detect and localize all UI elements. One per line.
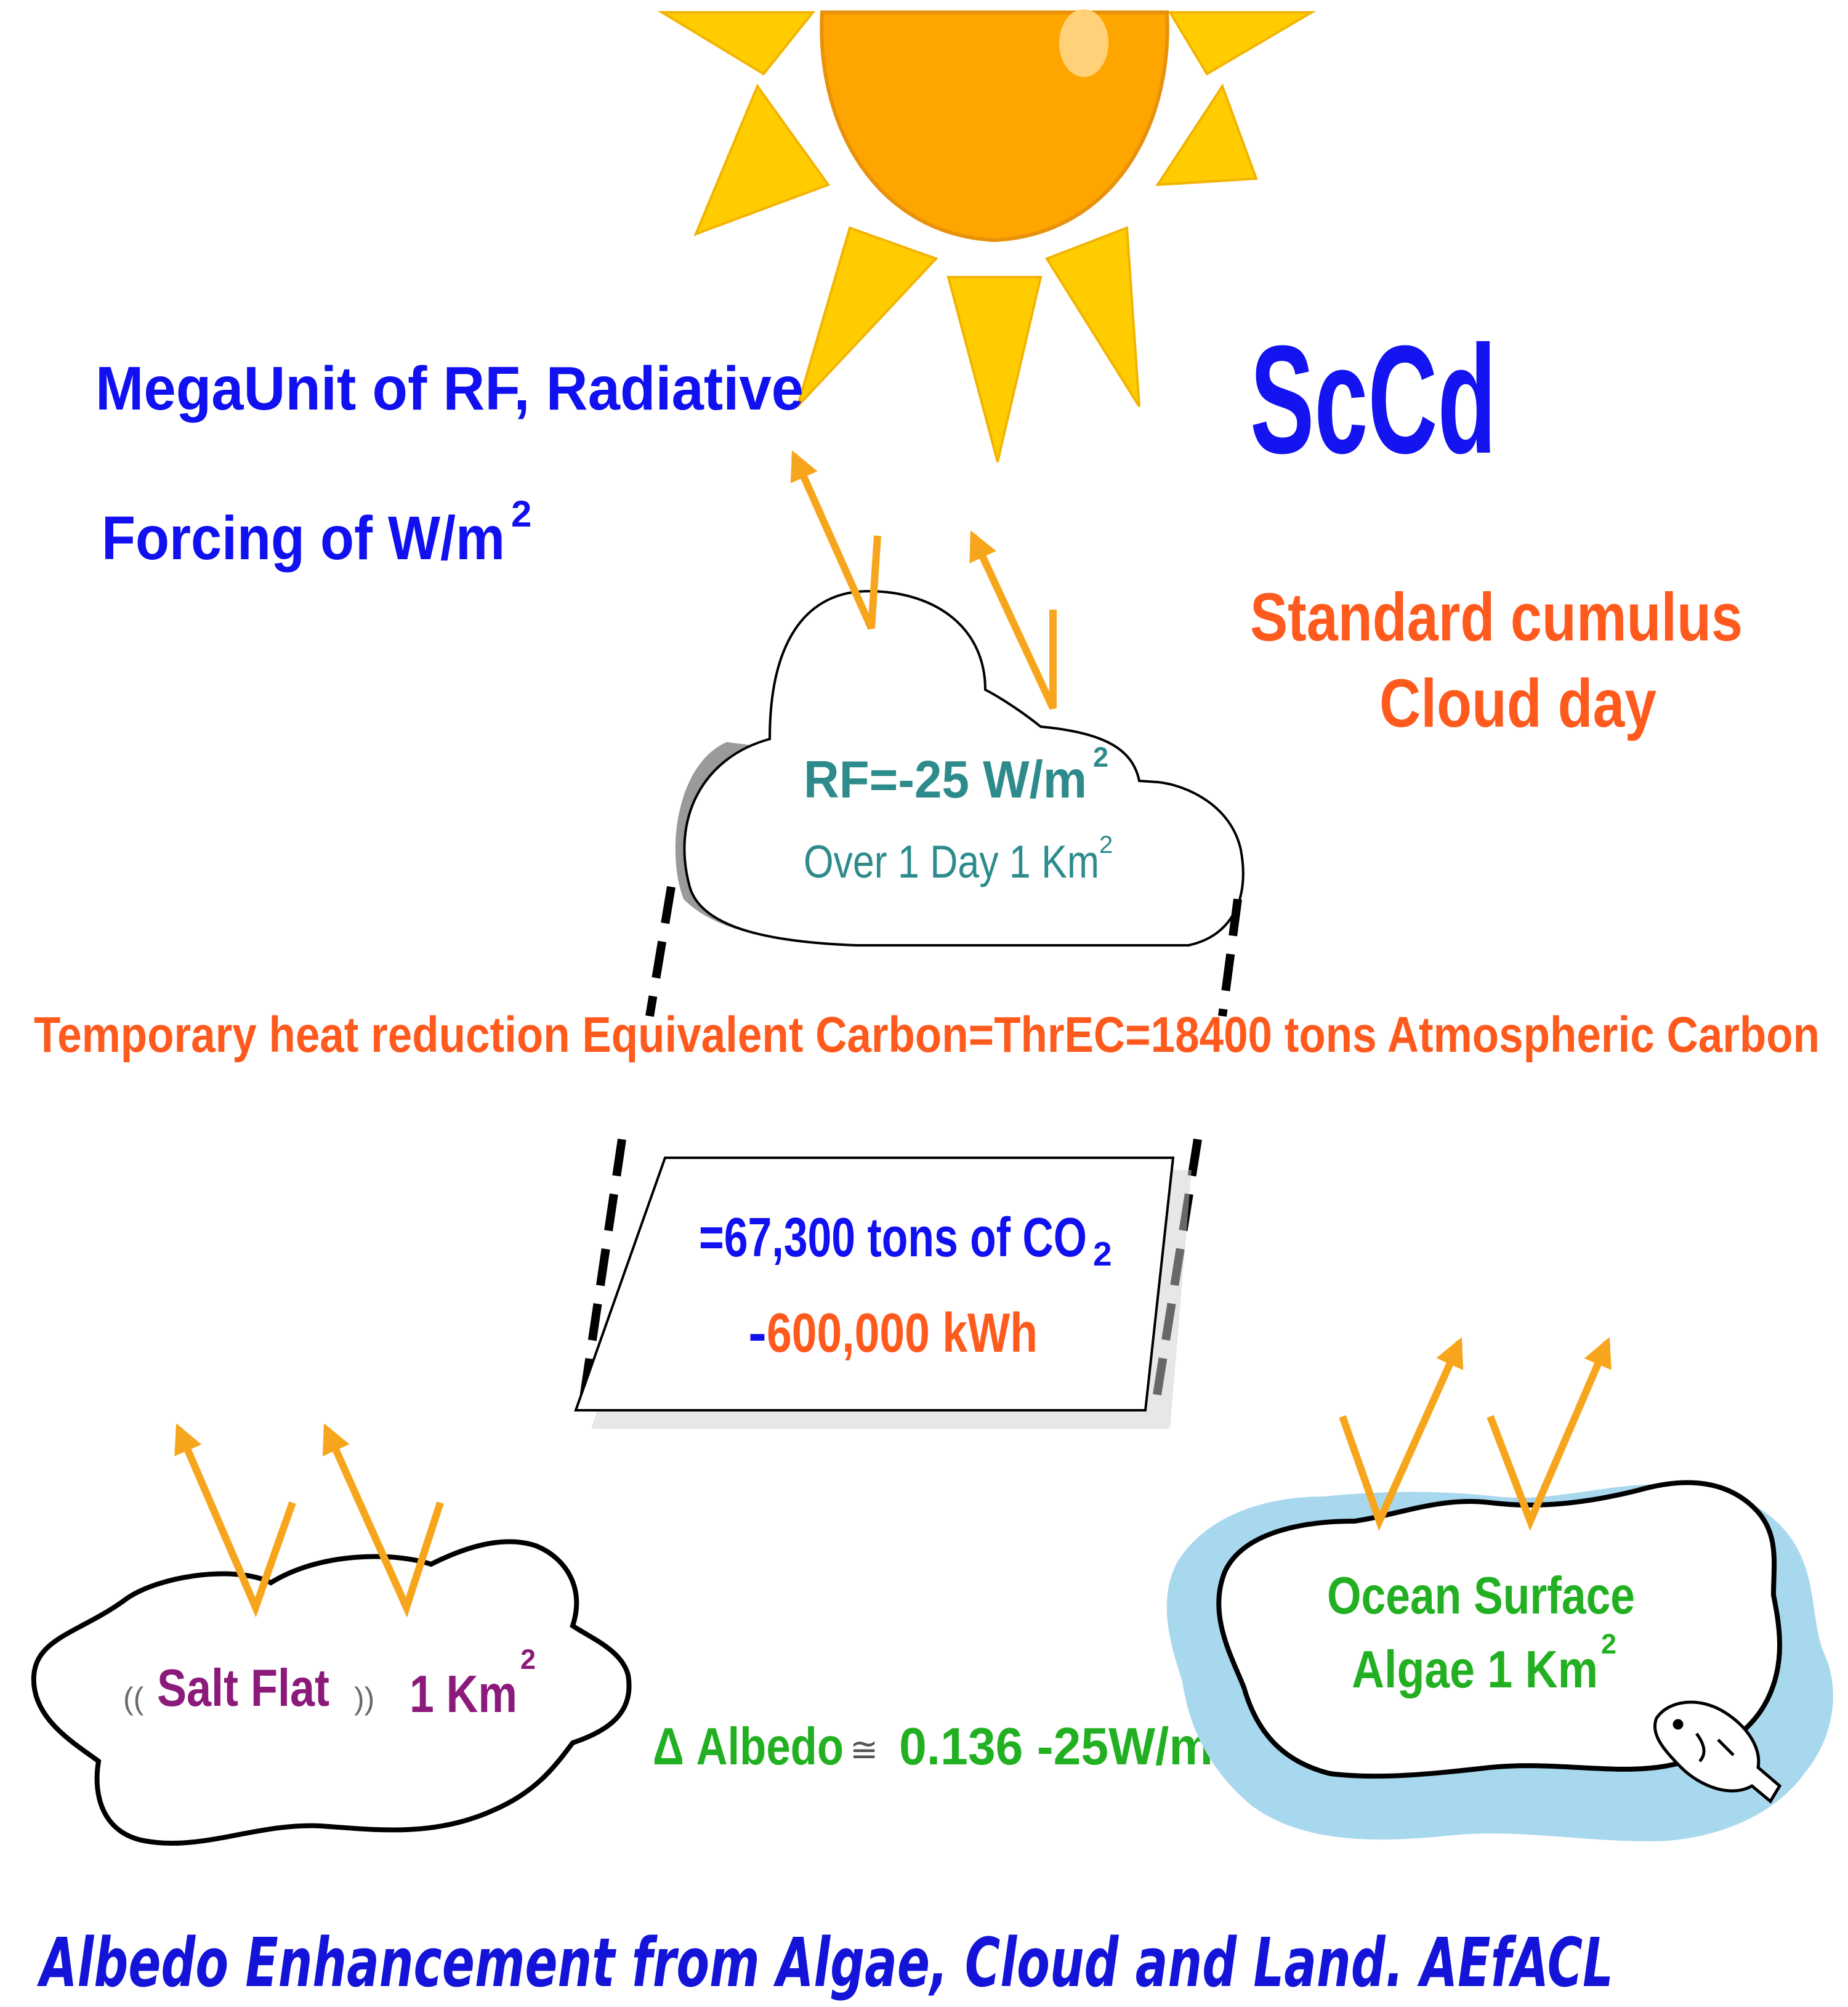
salt-flat-area: 1 Km: [410, 1665, 517, 1724]
subtitle-line2: Cloud day: [1379, 666, 1656, 741]
fish-gill: [1695, 1732, 1706, 1763]
co2-equivalent: =67,300 tons of CO: [699, 1207, 1087, 1269]
albedo-delta-label: Δ Albedo: [653, 1718, 844, 1776]
cloud-over-superscript: 2: [1099, 831, 1113, 858]
box-body: [574, 1157, 1175, 1411]
carbon-equivalent-line: Temporary heat reduction Equivalent Carb…: [34, 1007, 1820, 1063]
sun-ray: [693, 83, 831, 236]
sun-ray: [1045, 226, 1140, 408]
fish-eye: [1672, 1719, 1684, 1730]
reflection-arrow: [322, 1423, 444, 1618]
sun-icon: [657, 9, 1317, 462]
salt-flat-label: Salt Flat: [157, 1659, 329, 1718]
footer-title: Albedo Enhancement from Algae, Cloud and…: [36, 1923, 1613, 2002]
subtitle-line1: Standard cumulus: [1250, 579, 1743, 655]
sun-highlight: [1059, 9, 1108, 77]
cloud-rf-superscript: 2: [1093, 741, 1108, 773]
reflection-arrow: [174, 1423, 296, 1618]
fish-icon: [1653, 1700, 1782, 1804]
cloud-rf-value: RF=-25 W/m: [804, 751, 1087, 809]
equivalence-box: [574, 1157, 1192, 1429]
reflection-arrow: [1487, 1337, 1612, 1531]
energy-dash: -: [748, 1302, 767, 1364]
sun-ray: [796, 226, 938, 408]
ocean-label-superscript: 2: [1601, 1628, 1616, 1660]
cloud-body: [683, 589, 1245, 947]
ocean-label-line1: Ocean Surface: [1327, 1567, 1635, 1625]
cloud-reflection-arrows: [790, 450, 1057, 710]
megaunit-line2: Forcing of W/m: [102, 504, 505, 573]
fish-fin: [1717, 1738, 1735, 1756]
cloud-over-text: Over 1 Day 1 Km: [804, 836, 1099, 887]
ocean-label-line2: Algae 1 Km: [1352, 1641, 1598, 1699]
sun-ray: [946, 276, 1043, 462]
salt-flat-arrows: [174, 1423, 444, 1618]
energy-equivalent: 600,000 kWh: [767, 1302, 1038, 1364]
ocean-arrows: [1339, 1337, 1612, 1532]
megaunit-line1: MegaUnit of RF, Radiative: [95, 354, 804, 423]
reflection-arrow: [1339, 1337, 1464, 1532]
fish-body: [1653, 1700, 1782, 1804]
reflection-arrow: [969, 530, 1057, 710]
salt-flat-paren-open: ((: [123, 1681, 144, 1716]
megaunit-superscript: 2: [511, 493, 531, 535]
salt-flat-paren-close: )): [354, 1681, 374, 1716]
sun-ray: [657, 11, 816, 76]
sun-ray: [1155, 83, 1258, 187]
acronym-title: ScCd: [1250, 313, 1496, 485]
reflection-arrow: [790, 450, 881, 630]
sun-disc: [820, 10, 1169, 243]
cumulus-cloud: [675, 589, 1245, 947]
albedo-approx-symbol: ≅: [850, 1730, 878, 1769]
sun-ray: [1168, 11, 1317, 76]
salt-flat-area-superscript: 2: [520, 1644, 536, 1675]
co2-subscript: 2: [1093, 1235, 1112, 1273]
albedo-value: 0.136 -25W/m: [899, 1718, 1213, 1776]
salt-flat-shape: [31, 1539, 632, 1846]
